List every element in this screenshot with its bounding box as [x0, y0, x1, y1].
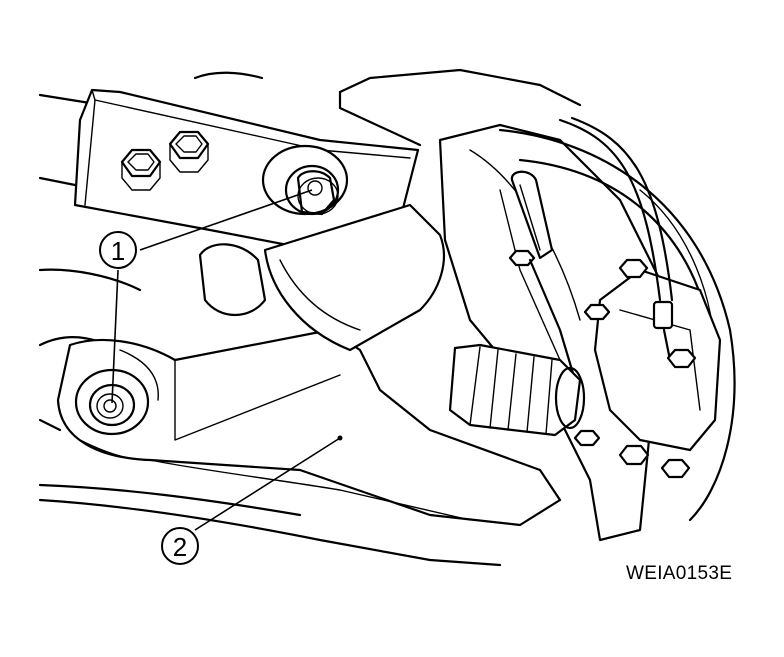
callout-1: 1 — [99, 189, 313, 404]
callout-1-leader-front — [139, 189, 313, 251]
callout-2-circle — [161, 527, 199, 565]
knuckle-bolt-mid — [583, 303, 611, 321]
bracket-bolt-right — [168, 130, 210, 173]
brake-hose — [558, 116, 674, 362]
caliper-bolt-lower — [618, 444, 650, 466]
callout-1-circle — [99, 231, 137, 269]
figure-code: WEIA0153E — [626, 563, 733, 584]
bracket-bolt-left — [120, 148, 162, 191]
drive-shaft-boot — [448, 343, 586, 437]
transverse-link — [56, 328, 562, 527]
caliper-bolt-hose — [666, 348, 697, 369]
steering-knuckle — [438, 123, 662, 542]
callout-1-leader-rear — [111, 269, 119, 404]
caliper-bolt-upper — [618, 258, 649, 279]
callout-2-leader — [194, 437, 341, 531]
callout-2-label: 2 — [173, 532, 187, 562]
callout-2: 2 — [161, 435, 343, 565]
front-mounting-bolt — [261, 144, 349, 216]
callout-1-label: 1 — [111, 236, 125, 266]
knuckle-bolt-upper — [508, 249, 536, 267]
stabilizer-connecting-rod — [198, 203, 445, 352]
vehicle-body-outline — [38, 68, 582, 567]
caliper-bolt-right — [660, 458, 691, 479]
knuckle-bolt-lower — [573, 429, 601, 447]
sensor-bracket — [510, 170, 577, 382]
callout-2-target-dot — [337, 435, 343, 441]
